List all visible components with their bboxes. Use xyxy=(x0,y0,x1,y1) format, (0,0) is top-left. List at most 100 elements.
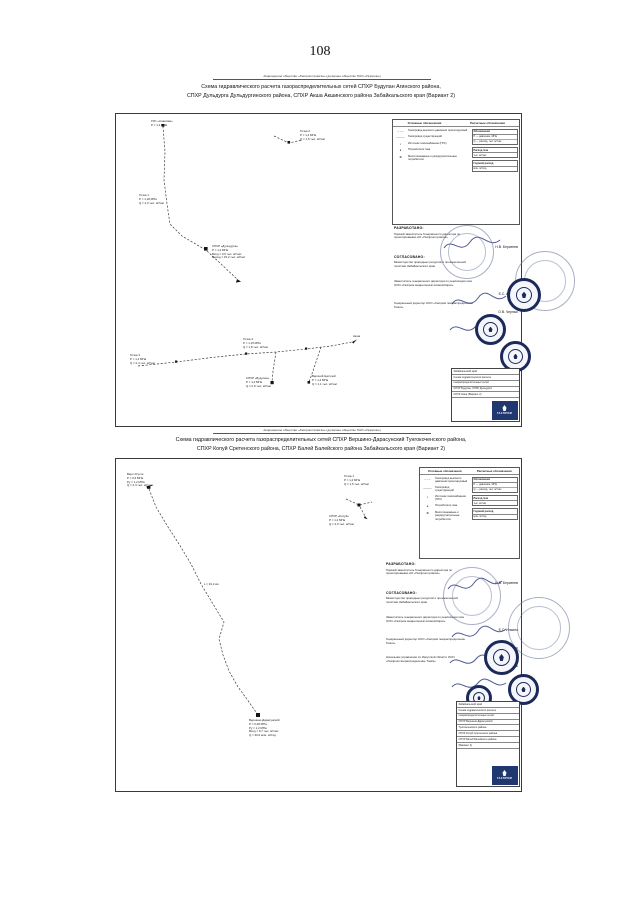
legend-minitable: Годовой расход млн. м³/год xyxy=(471,508,518,520)
legend-minitable: Обозначения Р — давление, МПа Q — расход… xyxy=(471,128,518,146)
signature-role: Первый заместитель Генерального директор… xyxy=(386,567,453,576)
legend-title-left: Условные обозначения xyxy=(427,469,462,473)
legend-item: ● Потребители газа xyxy=(395,148,468,152)
signature-row: Первый заместитель Генерального директор… xyxy=(386,567,518,585)
signature-name: О.В. Черных xyxy=(498,310,518,314)
legend-body: – – – Газопровод высокого давления проек… xyxy=(420,475,519,525)
legend-symbol: ——— xyxy=(423,485,432,490)
title-block: Забайкальский край Схема гидравлического… xyxy=(456,701,520,787)
stamp-seal-dark xyxy=(484,640,519,675)
legend-minitable: Обозначения Р — давление, МПа Q — расход… xyxy=(471,476,518,494)
legend-symbols: – – – Газопровод высокого давления проек… xyxy=(420,475,470,525)
stamp-round-faint xyxy=(508,597,570,659)
signature-role: Первый заместитель Генерального директор… xyxy=(394,231,461,240)
minitable-row: Р — давление, МПа xyxy=(472,483,517,488)
sheet1-title-line-1: Схема гидравлического расчета газораспре… xyxy=(201,84,441,90)
minitable-row: тыс. м³/час xyxy=(473,501,487,505)
title-block-row: (Вариант 2) xyxy=(457,743,519,749)
node-label: СПХР «Будулан» Р = 1,2 МПа Q = 0,9 тыс. … xyxy=(246,376,272,388)
minitable-header: Обозначения xyxy=(472,130,517,135)
legend-symbol: ⊗ xyxy=(426,510,429,515)
legend-symbol: ⊗ xyxy=(399,154,402,159)
sheet2-title-line-1: Схема гидравлического расчета газораспре… xyxy=(175,437,467,443)
stamp-seal-dark xyxy=(500,341,531,372)
sheet2-diagram-frame: Верх-Усугли Р = 0,6 МПа Ру = 1,2 МПа Q =… xyxy=(115,458,570,792)
title-block-row: газораспределительных сетей xyxy=(452,381,519,387)
stamp-inner-ring xyxy=(451,575,493,617)
sheet2-title-line-2: СПХР Копуй Сретенского района, СПХР Бале… xyxy=(196,446,446,452)
stamp-seal-dark xyxy=(508,674,539,705)
node-label: СПХР «Копуй» Р = 1,2 МПа Q = 2,0 тыс. м³… xyxy=(329,514,355,526)
legend-minitable: Расход газа тыс. м³/час xyxy=(471,147,518,159)
brand-label: ГАЗПРОМ xyxy=(496,412,513,415)
legend-label: Источник газоснабжения (ГРС) xyxy=(408,141,447,145)
minitable-header: Годовой расход xyxy=(472,509,517,515)
seal-core xyxy=(516,682,531,697)
signature-role: Начальник управления по Иркутской област… xyxy=(386,655,455,663)
sheet2-company-header: Акционерное общество «Газпром промгаз» (… xyxy=(213,428,431,434)
title-block-row: Забайкальский край xyxy=(457,702,519,708)
node-label: Верх-Усугли Р = 0,6 МПа Ру = 1,2 МПа Q =… xyxy=(127,472,153,488)
legend-symbol: ——— xyxy=(396,135,405,139)
sheet1-title: Схема гидравлического расчета газораспре… xyxy=(119,83,523,101)
signature-name: Н.В. Берсенев xyxy=(495,580,518,585)
legend-item: ⊗ Многотоннажные и разукрупнительные пот… xyxy=(395,155,468,162)
legend: Условные обозначения Расчетные обозначен… xyxy=(419,467,520,559)
flame-icon xyxy=(513,353,518,360)
flame-icon xyxy=(502,770,507,776)
legend-title-right: Расчетные обозначения xyxy=(476,469,512,473)
gazprom-logo: ГАЗПРОМ xyxy=(491,765,518,785)
signature-row: Генеральный директор ООО «Газпром газора… xyxy=(394,301,518,314)
title-block-row: газораспределительных сетей xyxy=(457,714,519,720)
minitable-row: Q — расход, тыс. м³/час xyxy=(473,140,502,144)
legend-symbols: – – – Газопровод высокого давления проек… xyxy=(393,127,470,173)
node-label: СПХР «Дульдурга» Р = 1,2 МПа Вход = 0,6 … xyxy=(212,244,246,260)
developed-label: РАЗРАБОТАНО: xyxy=(386,562,416,566)
title-block-row: Забайкальский край xyxy=(452,369,519,375)
signature-role: Министерство природных ресурсов и промыш… xyxy=(394,260,466,268)
minitable-row: млн. м³/год xyxy=(473,167,487,171)
gazprom-logo: ГАЗПРОМ xyxy=(491,400,518,420)
minitable-header: Годовой расход xyxy=(472,161,517,167)
stamp-round-faint xyxy=(440,225,494,279)
pipeline-network xyxy=(145,484,373,717)
legend-label: Потребители газа xyxy=(408,148,431,151)
legend-body: – – – Газопровод высокого давления проек… xyxy=(393,127,519,173)
title-block-row: СПХР Акша (Вариант 2) xyxy=(452,392,519,399)
title-block-row: Тунгокоченского района xyxy=(457,725,519,732)
signature-row: Министерство природных ресурсов и промыш… xyxy=(386,596,518,610)
sheet2-title: Схема гидравлического расчета газораспре… xyxy=(119,436,523,454)
node-label: Точка 4 Р = 1,15 МПа Q = 1,8 тыс. м³/час xyxy=(243,337,269,349)
node-label: Точка 3 Р = 1,2 МПа Q = 2,4 тыс. м³/час xyxy=(130,353,156,365)
signature-role: Генеральный директор ООО «Газпром газора… xyxy=(386,637,465,645)
signature-role: Заместитель генерального директора по ре… xyxy=(394,279,472,287)
legend-minitables: Обозначения Р — давление, МПа Q — расход… xyxy=(470,475,519,525)
title-block: Забайкальский край Схема гидравлического… xyxy=(451,368,520,422)
title-block-row: Схема гидравлического расчета xyxy=(457,708,519,714)
legend-label: Источник газоснабжения (ГРС) xyxy=(435,495,466,502)
legend-item: ▪ Источник газоснабжения (ГРС) xyxy=(422,495,468,502)
node-label: Точка 2 Р = 1,2 МПа Q = 1,5 тыс. м³/час xyxy=(300,129,326,141)
legend-item: ▪ Источник газоснабжения (ГРС) xyxy=(395,142,468,146)
signature-role: Заместитель генерального директора по ре… xyxy=(386,615,464,623)
signature-row: Министерство природных ресурсов и промыш… xyxy=(394,260,518,274)
node-label: Верхний Цасучей Р = 1,2 МПа Q = 1,1 тыс.… xyxy=(312,374,338,386)
legend-minitables: Обозначения Р — давление, МПа Q — расход… xyxy=(470,127,519,173)
minitable-header: Расход газа xyxy=(472,496,517,502)
legend-symbol: ● xyxy=(426,504,429,509)
flame-icon xyxy=(521,291,527,299)
agreed-label: СОГЛАСОВАНО: xyxy=(394,254,425,259)
node-label: Точка 1 Р = 1,2 МПа Q = 1,6 тыс. м³/час xyxy=(344,474,370,486)
agreed-label: СОГЛАСОВАНО: xyxy=(386,590,417,595)
legend-symbol: ▪ xyxy=(400,141,401,146)
sheet1-network-svg xyxy=(137,124,357,385)
node-label: L = 34,2 км xyxy=(204,582,219,586)
legend-label: Газопровод высокого давления проектируем… xyxy=(408,128,468,132)
legend-label: Потребители газа xyxy=(435,504,458,508)
signature-role: Генеральный директор ООО «Газпром газора… xyxy=(394,301,473,309)
flame-icon xyxy=(488,326,493,333)
legend-symbol: – – – xyxy=(397,128,404,133)
page-number: 108 xyxy=(309,44,331,59)
flame-icon xyxy=(502,405,507,411)
